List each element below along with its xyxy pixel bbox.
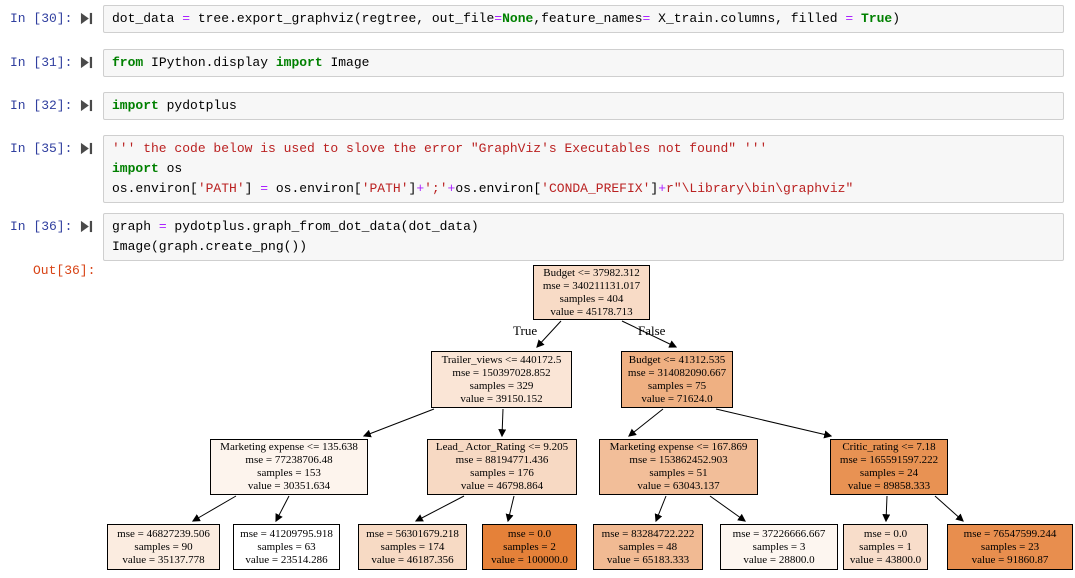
input-prompt: In [30]: (10, 11, 73, 26)
code-line: graph = pydotplus.graph_from_dot_data(do… (112, 219, 479, 234)
code-line: dot_data = tree.export_graphviz(regtree,… (112, 11, 901, 26)
output-prompt: Out[36]: (33, 263, 96, 278)
run-cell-icon (80, 12, 93, 25)
code-input-area[interactable]: graph = pydotplus.graph_from_dot_data(do… (103, 213, 1064, 261)
run-cell-button[interactable] (80, 220, 94, 234)
run-cell-button[interactable] (80, 12, 94, 26)
input-prompt: In [32]: (10, 98, 73, 113)
input-prompt: In [35]: (10, 141, 73, 156)
code-line: ''' the code below is used to slove the … (112, 141, 768, 156)
input-prompt: In [31]: (10, 55, 73, 70)
run-cell-button[interactable] (80, 56, 94, 70)
code-line: os.environ['PATH'] = os.environ['PATH']+… (112, 181, 854, 196)
code-input-area[interactable]: dot_data = tree.export_graphviz(regtree,… (103, 5, 1064, 33)
code-line: Image(graph.create_png()) (112, 239, 308, 254)
run-cell-icon (80, 56, 93, 69)
run-cell-button[interactable] (80, 99, 94, 113)
code-input-area[interactable]: ''' the code below is used to slove the … (103, 135, 1064, 203)
code-line: import os (112, 161, 183, 176)
run-cell-icon (80, 99, 93, 112)
run-cell-icon (80, 220, 93, 233)
branch-label-true: True (513, 323, 538, 338)
run-cell-icon (80, 142, 93, 155)
run-cell-button[interactable] (80, 142, 94, 156)
branch-label-false: False (638, 323, 666, 338)
input-prompt: In [36]: (10, 219, 73, 234)
code-input-area[interactable]: from IPython.display import Image (103, 49, 1064, 77)
code-input-area[interactable]: import pydotplus (103, 92, 1064, 120)
code-line: from IPython.display import Image (112, 55, 370, 70)
code-line: import pydotplus (112, 98, 237, 113)
